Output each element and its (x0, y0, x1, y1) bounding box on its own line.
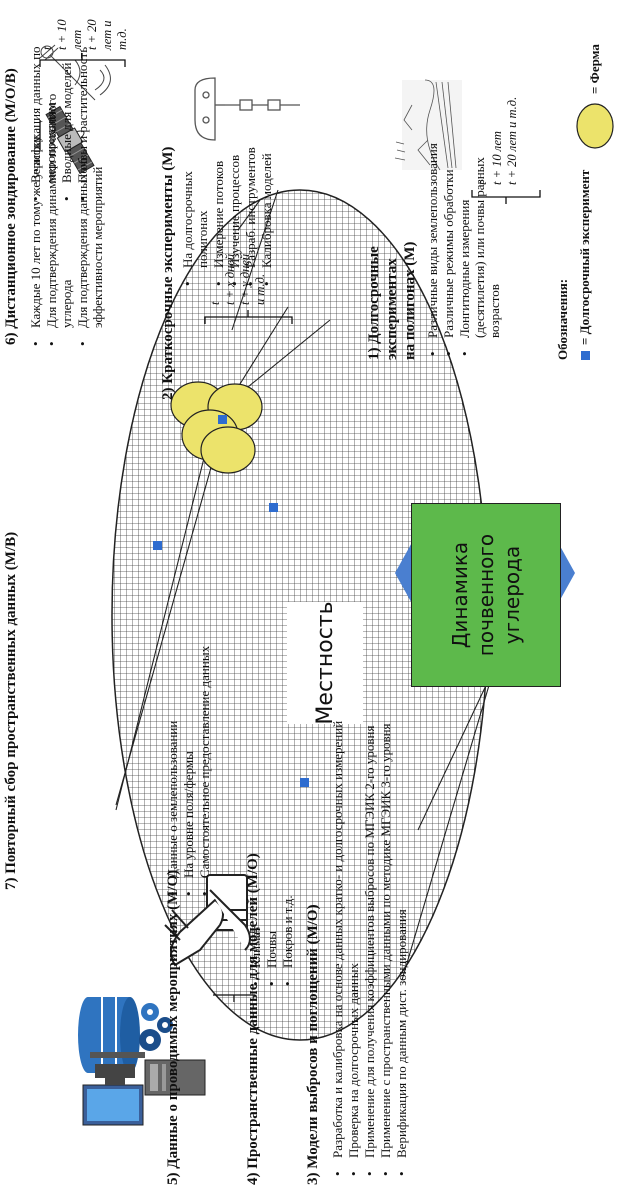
s3-item: Применение для получения коэффициентов в… (362, 710, 377, 1180)
bracket-s4 (213, 994, 255, 1002)
s2-times: t t + x дней t + y дней и т.д. (208, 254, 268, 305)
s2-time: и т.д. (253, 273, 267, 305)
chamber-instrument-icon (194, 77, 300, 141)
soil-carbon-dynamics-box: Динамика почвенного углерода (411, 503, 561, 687)
s2-time: t + x дней (223, 253, 237, 305)
terrain-label: Местность (287, 601, 363, 725)
s1-title-line: 1) Долгосрочные (366, 246, 382, 360)
legend-farm: = Ферма (575, 44, 615, 150)
s3-title: 3) Модели выбросов и поглощений (M/O) (305, 904, 321, 1185)
s6-list: Верификация данных по мероприятиям Вводн… (28, 25, 91, 205)
s1-title: 1) Долгосрочные экспериментах на полигон… (365, 242, 419, 360)
legend-title: Обозначения: (555, 278, 570, 360)
s2-time: t (208, 301, 222, 305)
s2-item: На долгосрочных полигонах (180, 120, 210, 290)
s4-item: Покров и т.д. (280, 840, 295, 990)
s5-item: Самостоятельное предоставление данных (197, 630, 212, 900)
farm-swatch-icon (576, 103, 614, 149)
s7-time: t + 20 лет и т.д. (85, 19, 129, 50)
center-line-3: углерода (500, 545, 524, 645)
s1-item: Различные виды землепользования (425, 130, 440, 360)
s2-time: t + y дней (238, 253, 252, 305)
farm-circle (200, 426, 256, 474)
s5-list: Данные о землепользовании На уровне поля… (165, 630, 213, 900)
s2-title: 2) Краткосрочные эксперименты (M) (160, 146, 176, 400)
s1-item: Различные режимы обработки (441, 130, 456, 360)
legend-farm-label: = Ферма (587, 44, 602, 94)
s5-item: Данные о землепользовании (165, 630, 180, 900)
computer-icon (82, 1052, 206, 1126)
experiment-marker (218, 415, 227, 424)
experiment-marker (300, 778, 309, 787)
experiment-marker (153, 541, 162, 550)
legend-experiment-label: = Долгосрочный эксперимент (577, 169, 592, 345)
s3-item: Применение с пространственными данными п… (378, 710, 393, 1180)
experiment-marker (269, 503, 278, 512)
s6-item: Верификация данных по мероприятиям (28, 25, 58, 205)
s6-item: Вводные для моделей (59, 25, 74, 205)
s4-item: Почвы (264, 840, 279, 990)
farm-circles (170, 381, 263, 474)
s3-list: Разработка и калибровка на основе данных… (330, 710, 410, 1180)
s6-title: 6) Дистанционное зондирование (M/O/B) (3, 68, 19, 345)
s7-title: 7) Повторный сбор пространственных данны… (3, 531, 19, 890)
s1-time: t + 20 лет и т.д. (505, 96, 519, 185)
s1-time: t + 10 лет (490, 131, 504, 185)
s3-item: Верификация по данным дист. зондирования (394, 710, 409, 1180)
s4-item: Климат (248, 840, 263, 990)
s4-list: Климат Почвы Покров и т.д. (248, 840, 296, 990)
s1-title-line: на полигонах (M) (402, 241, 418, 360)
experiment-marker-swatch (580, 351, 590, 360)
hands-document-icon (164, 874, 251, 967)
center-line-2: почвенного (474, 533, 498, 657)
s5-title: 5) Данные о проводимых мероприятиях (M/O… (165, 869, 181, 1185)
s5-item: На уровне поля/фермы (181, 630, 196, 900)
s3-item: Разработка и калибровка на основе данных… (330, 710, 345, 1180)
s3-item: Проверка на долгосрочных данных (346, 710, 361, 1180)
s6-item: Почвы и растительность (75, 25, 90, 205)
s1-times: t t + 10 лет t + 20 лет и т.д. (475, 97, 520, 185)
center-line-1: Динамика (448, 541, 472, 649)
s1-time: t (475, 181, 489, 185)
bracket-s2 (204, 310, 293, 324)
s1-title-line: экспериментах (384, 258, 400, 360)
